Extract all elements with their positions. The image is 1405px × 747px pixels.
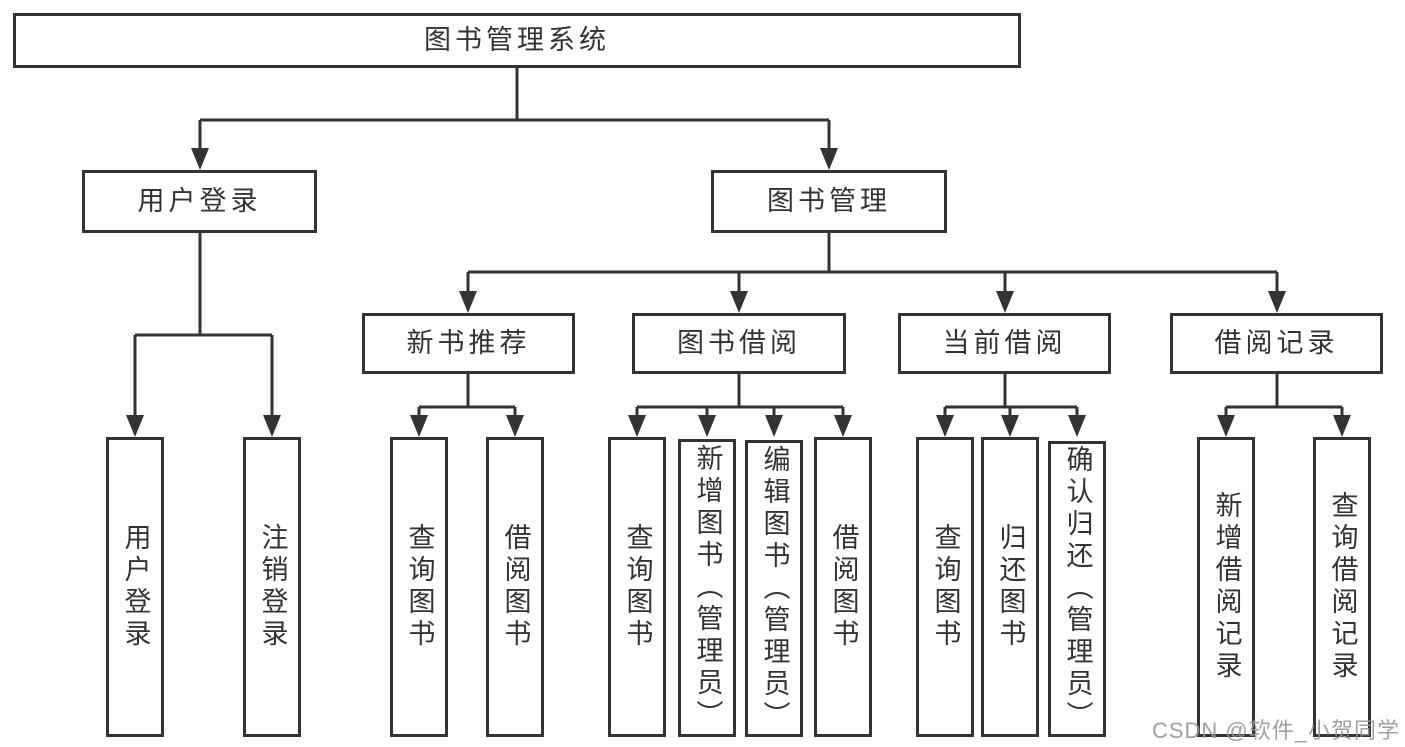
leaf-query-borrow-record: 查询借阅记录 (1313, 437, 1371, 737)
connector-path (133, 68, 1344, 419)
node-library-management-system: 图书管理系统 (13, 13, 1021, 68)
leaf-query-books-recommend: 查询图书 (390, 437, 448, 737)
node-current-borrowing: 当前借阅 (898, 313, 1111, 374)
leaf-add-books-admin: 新增图书（管理员） (678, 439, 736, 737)
node-book-borrowing: 图书借阅 (632, 313, 846, 374)
leaf-user-login: 用户登录 (106, 437, 164, 737)
node-book-management: 图书管理 (711, 170, 947, 233)
node-user-login: 用户登录 (82, 170, 317, 233)
leaf-logout: 注销登录 (243, 437, 301, 737)
leaf-add-borrow-record: 新增借阅记录 (1197, 437, 1255, 737)
leaf-edit-books-admin: 编辑图书（管理员） (745, 440, 803, 737)
leaf-return-books: 归还图书 (981, 437, 1039, 737)
node-new-book-recommendation: 新书推荐 (362, 313, 575, 374)
leaf-borrow-books-recommend: 借阅图书 (486, 437, 544, 737)
leaf-borrow-books-borrowing: 借阅图书 (814, 437, 872, 737)
arrowheads (126, 148, 1351, 437)
node-borrowing-records: 借阅记录 (1170, 313, 1383, 374)
leaf-query-books-current: 查询图书 (916, 437, 974, 737)
leaf-confirm-return-admin: 确认归还（管理员） (1048, 441, 1106, 737)
watermark: CSDN @软件_小贺同学 (1151, 718, 1400, 743)
leaf-query-books-borrowing: 查询图书 (608, 437, 666, 737)
